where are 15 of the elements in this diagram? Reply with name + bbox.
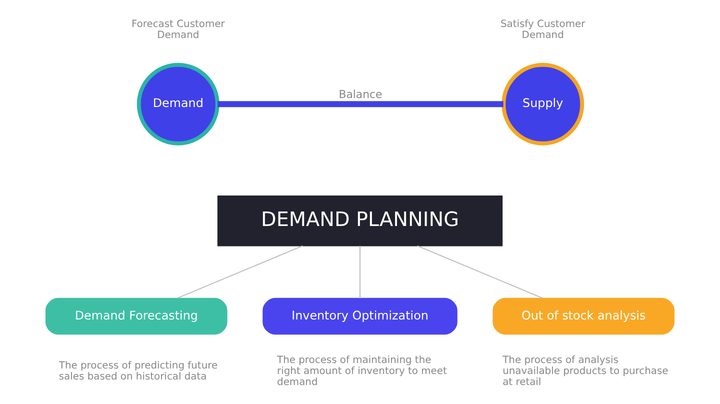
node-box: Out of stock analysis — [492, 298, 675, 335]
connector — [218, 101, 504, 108]
node-box: Demand Forecasting — [45, 298, 228, 335]
connector — [416, 245, 544, 299]
node-circle: Demand — [136, 62, 220, 146]
node-box: DEMAND PLANNING — [217, 196, 503, 246]
node-box: Inventory Optimization — [262, 298, 458, 335]
node-circle: Supply — [502, 62, 584, 146]
node-label: The process of predicting future sales based on historical data — [58, 360, 218, 382]
node-label: The process of maintaining the right amount of inventory to meet demand — [277, 354, 447, 388]
node-label: Forecast Customer Demand — [131, 19, 225, 42]
connector — [176, 245, 304, 299]
edge-label: Balance — [338, 88, 382, 101]
node-label: Satisfy Customer Demand — [500, 19, 586, 42]
node-label: The process of analysis unavailable products to purchase at retail — [502, 354, 668, 388]
